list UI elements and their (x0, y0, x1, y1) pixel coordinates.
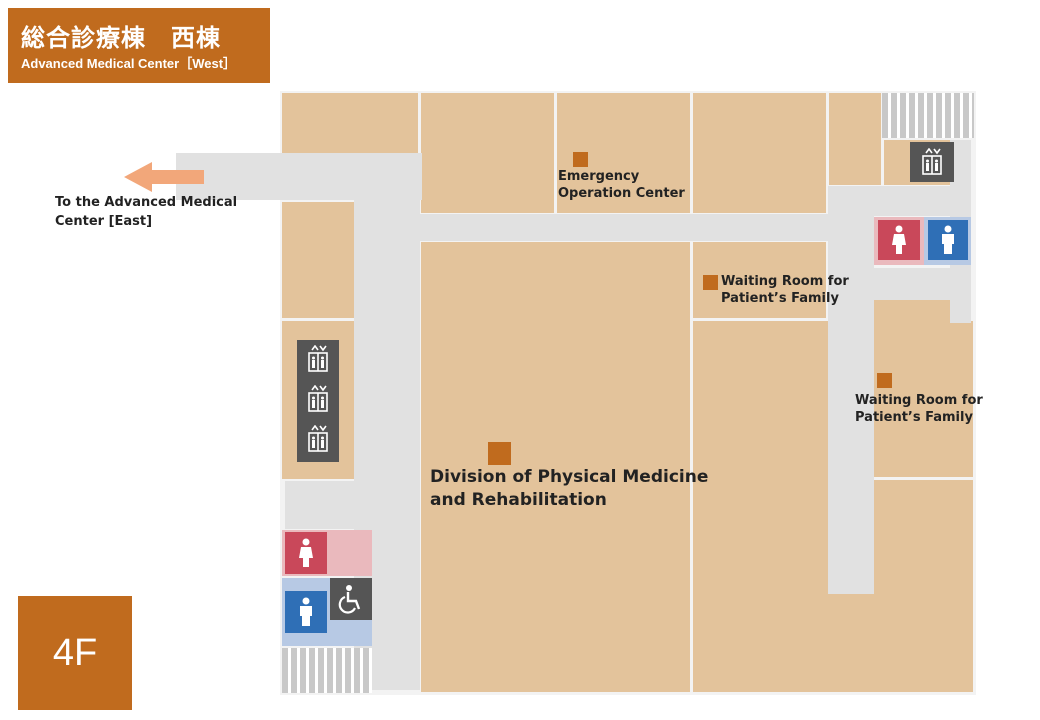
floor-indicator: 4F (18, 596, 132, 710)
waiting1-marker (703, 275, 718, 290)
building-title-jp: 総合診療棟 西棟 (21, 24, 221, 52)
corridor-right-horizontal (828, 186, 971, 216)
room-waiting-2 (874, 324, 973, 477)
waiting1-label-line2: Patient’s Family (721, 291, 839, 306)
building-title-en: Advanced Medical Center［West］ (21, 56, 237, 71)
corridor-left-stub (285, 481, 355, 529)
stairs-icon (282, 648, 372, 693)
room-top-4 (693, 93, 826, 213)
waiting2-label-line2: Patient’s Family (855, 410, 973, 425)
womens-restroom-icon (285, 532, 327, 574)
rehab-label-line2: and Rehabilitation (430, 490, 607, 510)
room-top-5 (829, 93, 881, 185)
waiting1-label-line1: Waiting Room for (721, 274, 849, 289)
room-right-small (874, 300, 950, 322)
arrow-left-icon[interactable] (124, 162, 206, 192)
womens-restroom-icon (878, 220, 920, 260)
room-top-left (282, 93, 418, 164)
floor-label: 4F (52, 631, 98, 674)
elevator-icon (305, 384, 331, 414)
room-rehab (421, 242, 690, 692)
building-title-box: 総合診療棟 西棟 Advanced Medical Center［West］ (8, 8, 270, 83)
rehab-label-line1: Division of Physical Medicine (430, 467, 709, 487)
east-building-label-line1: To the Advanced Medical (55, 195, 238, 210)
waiting2-label-line1: Waiting Room for (855, 393, 983, 408)
emergency-label-line1: Emergency (558, 169, 640, 184)
corridor-top-horizontal (354, 214, 828, 241)
waiting2-marker (877, 373, 892, 388)
divider-right (874, 477, 973, 480)
emergency-marker (573, 152, 588, 167)
rehab-marker (488, 442, 511, 465)
mens-restroom-icon (285, 591, 327, 633)
corridor-right-horizontal-2 (828, 268, 971, 300)
wheelchair-icon (330, 578, 372, 620)
corridor-right-vertical (828, 186, 874, 594)
emergency-label-line2: Operation Center (558, 186, 685, 201)
elevator-icon (305, 344, 331, 374)
elevator-icon (305, 424, 331, 454)
room-left-mid (282, 202, 354, 318)
east-building-label-line2: Center [East] (55, 214, 153, 229)
room-top-2 (421, 93, 554, 213)
mens-restroom-icon (928, 220, 968, 260)
elevator-icon (910, 142, 954, 182)
stairs-icon (882, 93, 974, 138)
